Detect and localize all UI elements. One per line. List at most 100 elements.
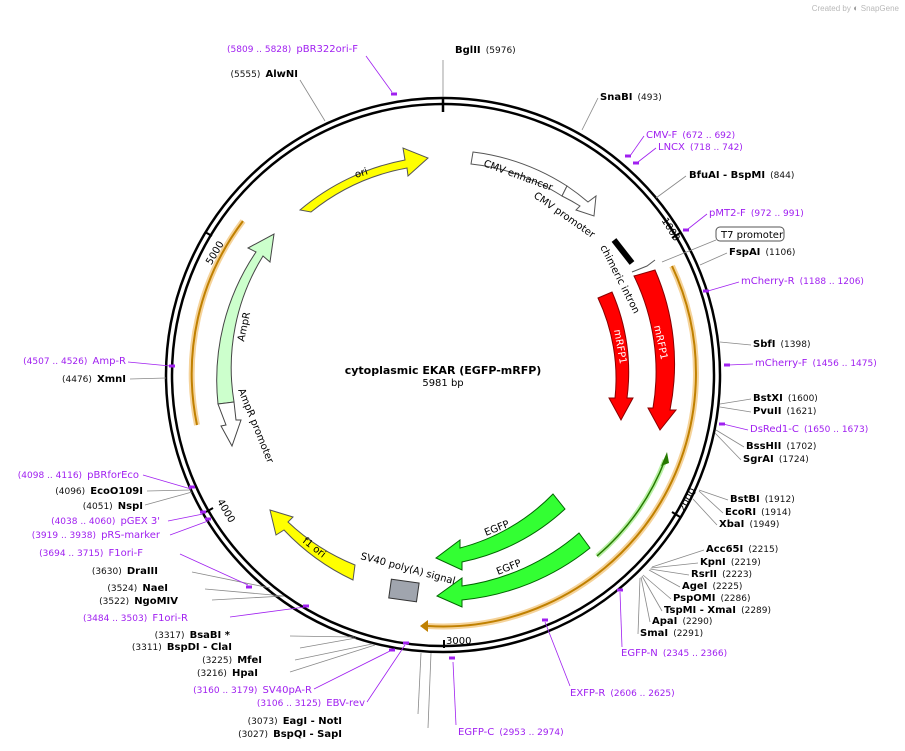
enzyme-site-bsshii[interactable]: BssHII (1702) xyxy=(715,429,816,453)
enzyme-site-bglii[interactable]: BglII (5976) xyxy=(442,38,516,97)
primer-site-exfp-r[interactable]: EXFP-R (2606 .. 2625) xyxy=(542,618,675,701)
enzyme-site-snabi[interactable]: SnaBI (493) xyxy=(581,85,662,131)
feature-mrfp1-inner[interactable]: mRFP1 xyxy=(597,291,634,422)
enzyme-site-sbfi[interactable]: SbfI (1398) xyxy=(719,332,810,351)
primer-label: LNCX (718 .. 742) xyxy=(658,135,743,154)
enzyme-label: FspAI (1106) xyxy=(729,240,795,259)
enzyme-label: KpnI (2219) xyxy=(700,550,761,569)
enzyme-site-xbai[interactable]: XbaI (1949) xyxy=(692,498,779,531)
enzyme-site-ngomiv[interactable]: (3522) NgoMIV xyxy=(99,589,285,608)
enzyme-site-bspqi-sapi[interactable]: (3027) BspQI - SapI xyxy=(238,652,432,741)
primer-site-cmv-f[interactable]: CMV-F (672 .. 692) xyxy=(625,123,735,158)
enzyme-site-naei[interactable]: (3524) NaeI xyxy=(107,576,285,597)
leader-line xyxy=(641,575,663,612)
feature-cmv-promoter[interactable]: CMV promoter xyxy=(531,185,597,241)
site-position: (1724) xyxy=(779,455,809,465)
enzyme-site-eagi-noti[interactable]: (3073) EagI - NotI xyxy=(248,652,422,728)
site-position: (718 .. 742) xyxy=(690,143,743,153)
enzyme-site-acc65i[interactable]: Acc65I (2215) xyxy=(651,537,778,568)
site-position: (493) xyxy=(638,93,662,103)
enzyme-label: SbfI (1398) xyxy=(753,332,810,351)
enzyme-site-xmni[interactable]: (4476) XmnI xyxy=(62,367,167,386)
enzyme-site-pvuii[interactable]: PvuII (1621) xyxy=(719,399,817,418)
enzyme-site-bfuai-bspmi[interactable]: BfuAI - BspMI (844) xyxy=(655,163,794,199)
site-name: BspDI - ClaI xyxy=(167,642,232,653)
enzyme-site-bstxi[interactable]: BstXI (1600) xyxy=(719,386,818,405)
leader-line xyxy=(146,489,192,492)
feature-cmv-enhancer[interactable]: CMV enhancer xyxy=(470,151,568,197)
primer-site-sv40pa-r[interactable]: (3160 .. 3179) SV40pA-R xyxy=(193,648,395,698)
site-position: (3630) xyxy=(92,567,122,577)
enzyme-label: (3522) NgoMIV xyxy=(99,589,178,608)
primer-site-pbrforeco[interactable]: (4098 .. 4116) pBRforEco xyxy=(18,463,195,490)
site-position: (4096) xyxy=(55,487,85,497)
feature-t7-promoter[interactable]: T7 promoter xyxy=(631,226,785,273)
primer-site-pbr322ori-f[interactable]: (5809 .. 5828) pBR322ori-F xyxy=(227,37,397,96)
enzyme-site-draiii[interactable]: (3630) DraIII xyxy=(92,559,271,589)
site-position: (3160 .. 3179) xyxy=(193,686,257,696)
site-position: (2223) xyxy=(722,570,752,580)
leader-line xyxy=(649,568,690,576)
primer-site-pgex-3[interactable]: (4038 .. 4060) pGEX 3' xyxy=(51,509,206,528)
primer-site-mcherry-f[interactable]: mCherry-F (1456 .. 1475) xyxy=(724,351,877,370)
site-name: pRS-marker xyxy=(101,530,161,541)
primer-site-lncx[interactable]: LNCX (718 .. 742) xyxy=(633,135,743,165)
enzyme-site-bsabi[interactable]: (3317) BsaBI * xyxy=(155,623,355,642)
feature-f1-ori[interactable]: f1 ori xyxy=(269,509,356,581)
leader-line xyxy=(294,643,373,661)
primer-site-mcherry-r[interactable]: mCherry-R (1188 .. 1206) xyxy=(703,269,864,293)
enzyme-site-bspdi-clai[interactable]: (3311) BspDI - ClaI xyxy=(132,635,357,654)
leader-line xyxy=(655,175,687,199)
enzyme-site-kpni[interactable]: KpnI (2219) xyxy=(650,550,761,569)
enzyme-site-apai[interactable]: ApaI (2290) xyxy=(640,576,712,628)
primer-site-dsred1-c[interactable]: DsRed1-C (1650 .. 1673) xyxy=(719,417,868,436)
enzyme-site-mfei[interactable]: (3225) MfeI xyxy=(202,643,373,667)
primer-binding-mark xyxy=(633,161,639,165)
site-position: (1106) xyxy=(766,248,796,258)
feature-ampr[interactable]: AmpR xyxy=(216,233,275,405)
enzyme-site-fspai[interactable]: FspAI (1106) xyxy=(699,240,795,266)
primer-site-amp-r[interactable]: (4507 .. 4526) Amp-R xyxy=(23,349,175,368)
leader-line xyxy=(191,571,271,589)
site-position: (3919 .. 3938) xyxy=(32,531,96,541)
primer-site-f1ori-r[interactable]: (3484 .. 3503) F1ori-R xyxy=(83,604,309,626)
leader-line xyxy=(687,213,708,230)
enzyme-site-agei[interactable]: AgeI (2225) xyxy=(648,569,742,593)
feature-mrfp1-outer[interactable]: mRFP1 xyxy=(633,269,678,431)
enzyme-site-sgrai[interactable]: SgrAI (1724) xyxy=(714,432,809,466)
site-position: (3311) xyxy=(132,643,162,653)
enzyme-site-smai[interactable]: SmaI (2291) xyxy=(637,577,703,640)
primer-label: (5809 .. 5828) pBR322ori-F xyxy=(227,37,358,56)
leader-line xyxy=(129,377,167,380)
site-name: mCherry-F xyxy=(755,358,808,369)
enzyme-site-hpai[interactable]: (3216) HpaI xyxy=(197,644,376,680)
primer-site-egfp-n[interactable]: EGFP-N (2345 .. 2366) xyxy=(617,588,727,661)
primer-site-egfp-c[interactable]: EGFP-C (2953 .. 2974) xyxy=(449,656,564,740)
primer-site-f1ori-f[interactable]: (3694 .. 3715) F1ori-F xyxy=(39,541,252,589)
primer-label: (3106 .. 3125) EBV-rev xyxy=(257,691,365,710)
enzyme-site-ecori[interactable]: EcoRI (1914) xyxy=(698,490,791,519)
enzyme-site-tspmi-xmai[interactable]: TspMI - XmaI (2289) xyxy=(641,575,771,617)
enzyme-site-ecoo109i[interactable]: (4096) EcoO109I xyxy=(55,479,192,498)
primer-site-pmt2-f[interactable]: pMT2-F (972 .. 991) xyxy=(683,201,804,232)
enzyme-site-nspi[interactable]: (4051) NspI xyxy=(83,491,193,513)
leader-line xyxy=(715,429,745,448)
site-position: (4476) xyxy=(62,375,92,385)
primer-site-prs-marker[interactable]: (3919 .. 3938) pRS-marker xyxy=(32,517,211,543)
feature-ori[interactable]: ori xyxy=(298,147,429,213)
site-name: HpaI xyxy=(232,668,258,679)
site-name: F1ori-R xyxy=(152,613,188,624)
enzyme-site-pspomi[interactable]: PspOMI (2286) xyxy=(642,574,750,605)
enzyme-site-rsrii[interactable]: RsrII (2223) xyxy=(649,562,752,581)
site-position: (1621) xyxy=(787,407,817,417)
feature-label: CMV promoter xyxy=(531,190,597,241)
enzyme-label: (3317) BsaBI * xyxy=(155,623,231,642)
enzyme-label: TspMI - XmaI (2289) xyxy=(664,598,771,617)
enzyme-site-bstbi[interactable]: BstBI (1912) xyxy=(698,487,795,506)
enzyme-site-alwni[interactable]: (5555) AlwNI xyxy=(230,62,326,122)
leader-line xyxy=(289,644,376,673)
primer-site-ebv-rev[interactable]: (3106 .. 3125) EBV-rev xyxy=(257,641,409,711)
coverage-arrowhead xyxy=(420,620,428,632)
leader-line xyxy=(629,135,645,157)
site-position: (3106 .. 3125) xyxy=(257,699,321,709)
